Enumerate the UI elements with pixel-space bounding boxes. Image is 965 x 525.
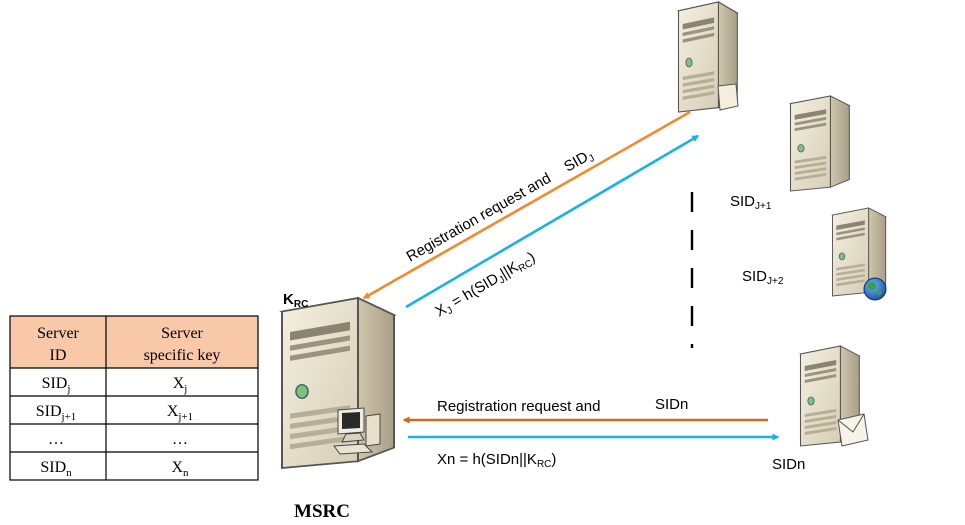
table-row-id: SIDn <box>40 459 72 479</box>
table-row-id: SIDj+1 <box>36 403 77 423</box>
upper-request-label: Registration request andSIDJ <box>404 146 597 267</box>
upper-response-arrow <box>405 134 700 309</box>
table-row-key: Xj <box>173 375 188 395</box>
header-server-key-line1: Server <box>161 325 203 342</box>
krc-key-label: KRC <box>283 291 308 310</box>
server-j1-icon <box>789 95 850 192</box>
msrc-server-icon <box>281 297 395 469</box>
lower-response-label: Xn = h(SIDn||KRC) <box>437 451 556 470</box>
document-icon <box>717 83 739 111</box>
envelope-icon <box>837 413 869 447</box>
server-j1-label: SIDJ+1 <box>730 193 772 212</box>
msrc-label: MSRC <box>294 501 350 522</box>
server-j-icon <box>677 1 739 113</box>
table-row-key: Xj+1 <box>167 403 193 423</box>
server-key-table: Server ID Server specific key SIDj Xj SI… <box>9 315 259 481</box>
server-n-icon <box>799 345 869 447</box>
server-j2-icon <box>832 207 887 301</box>
header-server-id-line1: Server <box>37 325 79 342</box>
upper-request-arrow <box>362 110 691 300</box>
header-server-id-line2: ID <box>50 347 67 364</box>
lower-request-label: Registration request and <box>437 398 600 415</box>
table-row-id: … <box>48 431 64 448</box>
table-header-cell-id <box>10 316 106 368</box>
header-server-key-line2: specific key <box>144 347 221 364</box>
table-row-key: … <box>172 431 188 448</box>
server-n-label: SIDn <box>772 456 805 473</box>
table-row-id: SIDj <box>42 375 71 395</box>
workstation-icon <box>333 407 381 455</box>
table-header-cell-key <box>106 316 258 368</box>
lower-request-sid-label: SIDn <box>655 396 688 413</box>
server-j2-label: SIDJ+2 <box>742 268 784 287</box>
table-row-key: Xn <box>171 459 189 479</box>
